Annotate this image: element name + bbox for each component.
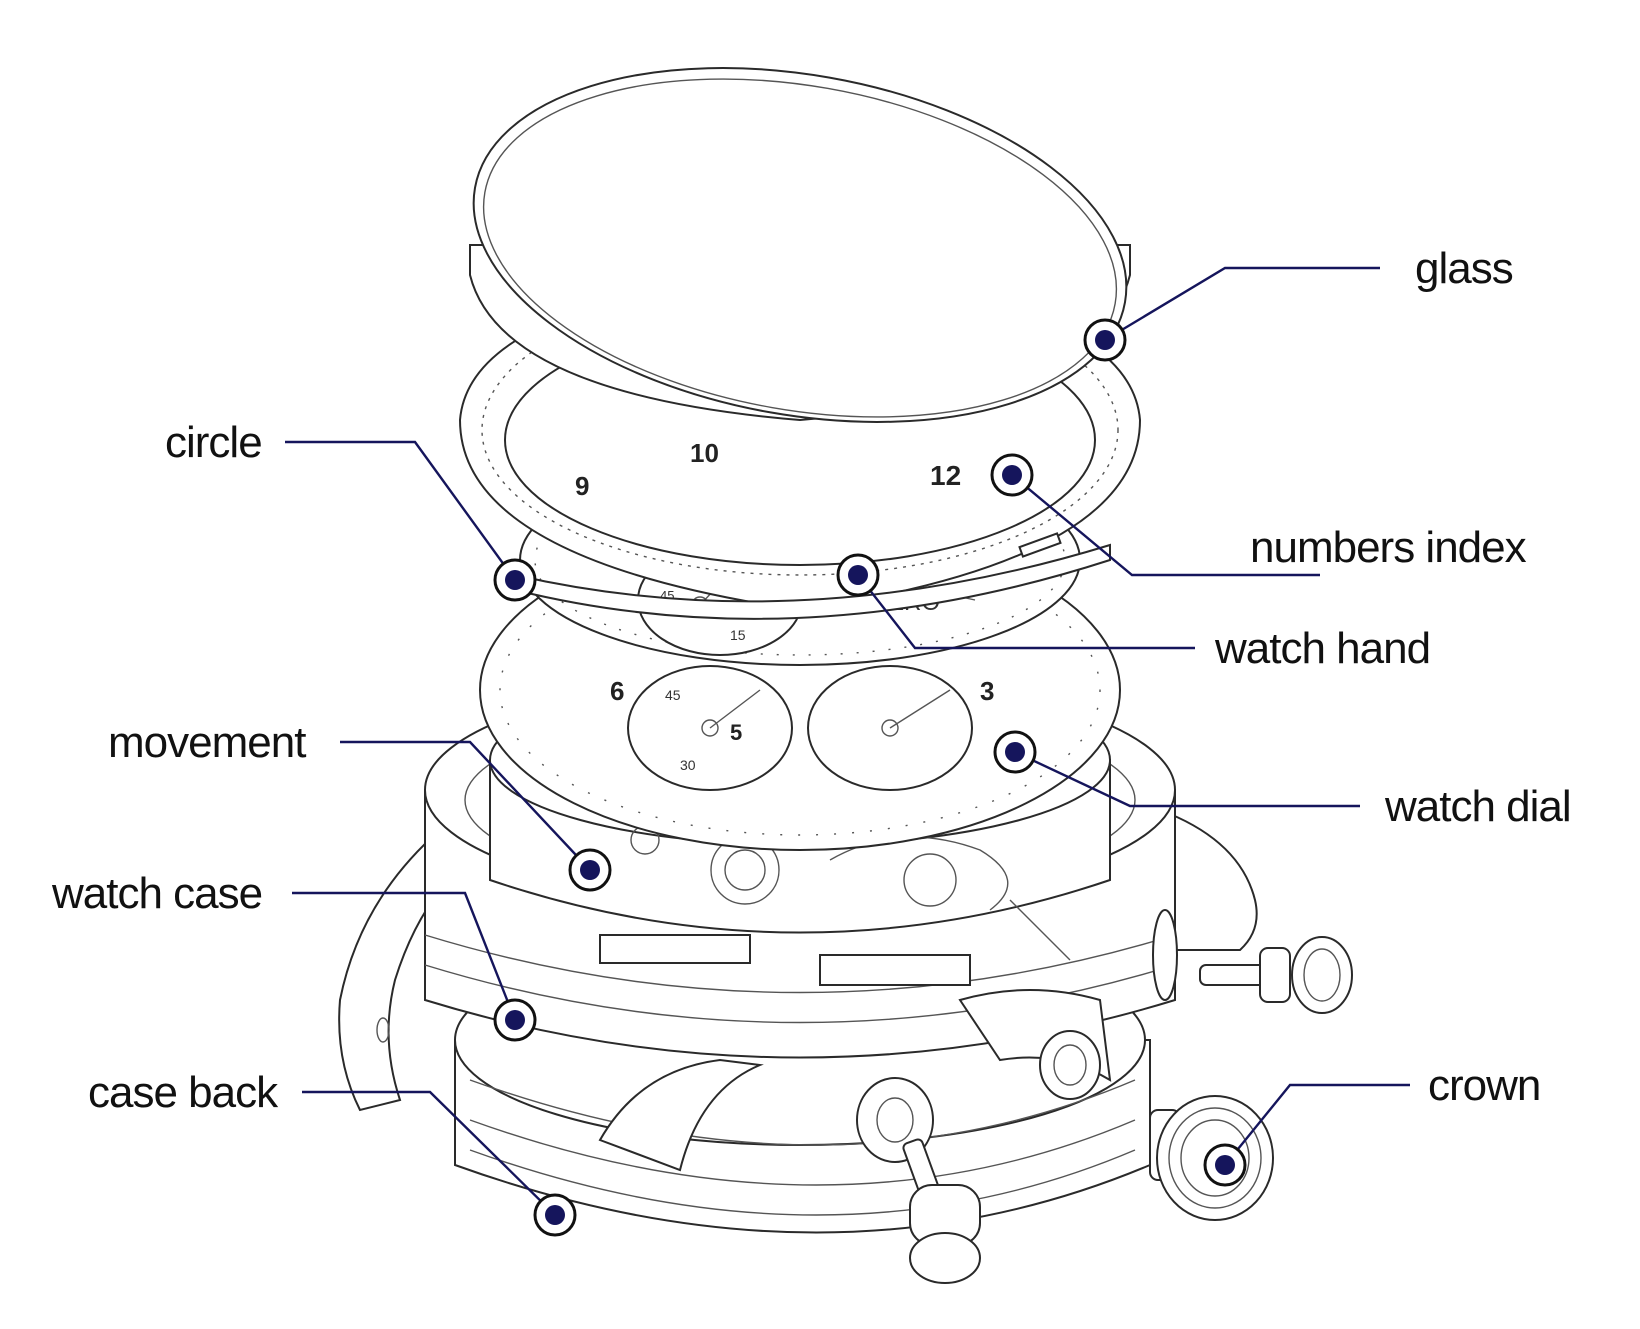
leader-case-back xyxy=(302,1090,556,1216)
marker-watch-case xyxy=(493,998,537,1042)
dial-number-6: 6 xyxy=(610,676,624,706)
glass-part xyxy=(469,67,1131,423)
marker-watch-dial xyxy=(993,730,1037,774)
label-watch-case: watch case xyxy=(51,869,262,918)
marker-case-back xyxy=(533,1193,577,1237)
dial-number-45: 45 xyxy=(665,687,681,703)
label-watch-dial: watch dial xyxy=(1384,782,1571,831)
index-number-9: 9 xyxy=(575,471,589,501)
marker-crown xyxy=(1203,1143,1247,1187)
index-number-10: 10 xyxy=(690,438,719,468)
pusher-lower xyxy=(856,1077,981,1284)
leader-glass xyxy=(1104,266,1380,342)
label-numbers-index: numbers index xyxy=(1250,523,1527,572)
subdial-number-15: 15 xyxy=(730,627,746,643)
marker-glass xyxy=(1083,318,1127,362)
marker-movement xyxy=(568,848,612,892)
label-glass: glass xyxy=(1415,244,1513,293)
leader-watch-dial xyxy=(1014,750,1360,808)
label-watch-hand: watch hand xyxy=(1214,624,1430,673)
index-number-12: 12 xyxy=(930,460,961,491)
leader-crown xyxy=(1224,1083,1410,1166)
leader-movement xyxy=(340,740,591,871)
marker-watch-hand xyxy=(836,553,880,597)
dial-number-3: 3 xyxy=(980,676,994,706)
label-circle: circle xyxy=(165,418,262,467)
callout-markers xyxy=(493,318,1247,1237)
marker-numbers-index xyxy=(990,453,1034,497)
leader-lines xyxy=(285,266,1410,1216)
leader-circle xyxy=(285,440,516,581)
leader-numbers-index xyxy=(1011,474,1320,577)
callout-labels: glass circle numbers index watch hand mo… xyxy=(51,244,1572,1117)
leader-watch-case xyxy=(292,891,517,1021)
label-case-back: case back xyxy=(88,1068,279,1117)
label-movement: movement xyxy=(108,718,306,767)
leader-watch-hand xyxy=(857,574,1195,650)
pusher-upper xyxy=(1199,936,1353,1014)
label-crown: crown xyxy=(1428,1061,1540,1110)
dial-number-30: 30 xyxy=(680,757,696,773)
marker-circle xyxy=(493,558,537,602)
dial-number-5: 5 xyxy=(730,720,742,745)
